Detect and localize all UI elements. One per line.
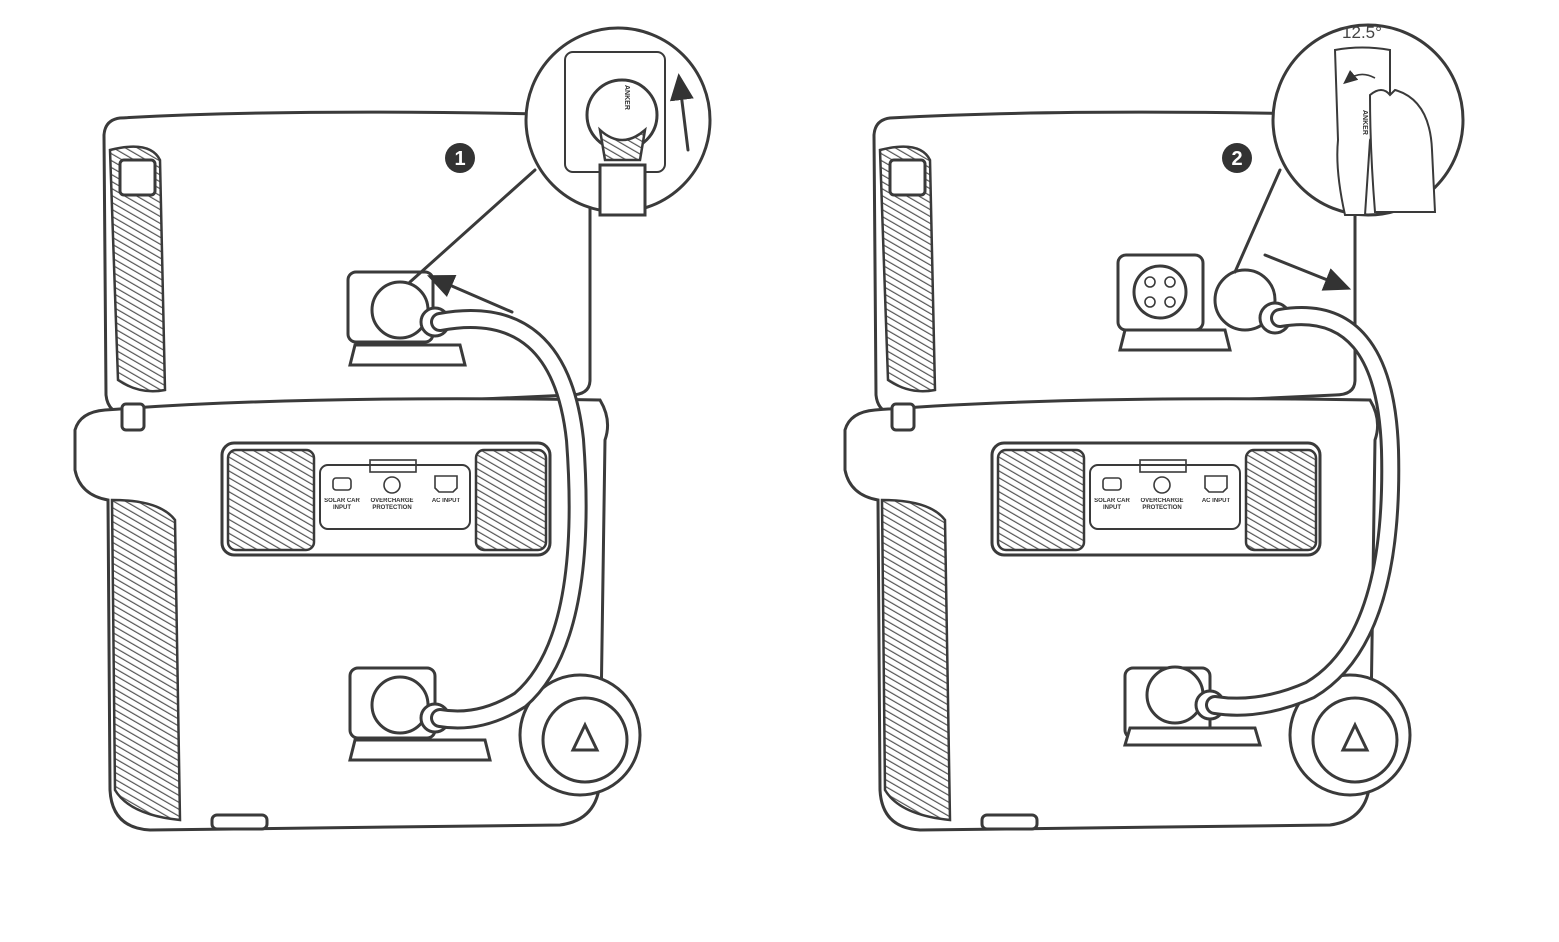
lower-port-connector bbox=[348, 666, 492, 762]
expansion-battery-top bbox=[872, 110, 1357, 417]
expansion-cable-inner bbox=[1208, 309, 1398, 714]
step-1-inset: ANKER bbox=[524, 26, 712, 217]
port-panel: SOLAR CAR INPUT OVERCHARGE PROTECTION AC… bbox=[1089, 459, 1241, 530]
wheel bbox=[1288, 673, 1412, 797]
insert-arrow bbox=[426, 274, 514, 314]
port-panel: SOLAR CAR INPUT OVERCHARGE PROTECTION AC… bbox=[319, 459, 471, 530]
ac-input-label: AC INPUT bbox=[431, 498, 461, 504]
solar-input-label: SOLAR CAR INPUT bbox=[324, 498, 360, 511]
wheel bbox=[518, 673, 642, 797]
step-number: 2 bbox=[1231, 148, 1242, 170]
step-1-figure: SOLAR CAR INPUT OVERCHARGE PROTECTION AC… bbox=[73, 26, 712, 832]
step-2-inset: 12.5° ANKER bbox=[1271, 23, 1465, 217]
power-station-bottom: SOLAR CAR INPUT OVERCHARGE PROTECTION AC… bbox=[73, 397, 610, 832]
step-2-badge: 2 bbox=[1222, 143, 1252, 173]
inset-brand-label: ANKER bbox=[1361, 110, 1368, 135]
slide-up-arrow bbox=[669, 73, 694, 152]
step-number: 1 bbox=[454, 148, 465, 170]
power-station-bottom: SOLAR CAR INPUT OVERCHARGE PROTECTION AC… bbox=[843, 397, 1380, 832]
callout-line bbox=[408, 168, 537, 284]
upper-port-connector bbox=[346, 270, 467, 367]
expansion-battery-top bbox=[102, 110, 592, 417]
inset-brand-label: ANKER bbox=[623, 85, 630, 110]
overcharge-protection-label: OVERCHARGE PROTECTION bbox=[370, 498, 414, 511]
pull-out-arrow bbox=[1263, 253, 1352, 291]
step-2-figure: SOLAR CAR INPUT OVERCHARGE PROTECTION AC… bbox=[843, 23, 1465, 832]
ac-input-label: AC INPUT bbox=[1201, 498, 1231, 504]
exposed-port bbox=[1116, 253, 1232, 352]
expansion-cable-inner bbox=[433, 312, 585, 727]
solar-input-label: SOLAR CAR INPUT bbox=[1094, 498, 1130, 511]
overcharge-protection-label: OVERCHARGE PROTECTION bbox=[1140, 498, 1184, 511]
step-1-badge: 1 bbox=[445, 143, 475, 173]
rotation-angle-label: 12.5° bbox=[1342, 23, 1382, 42]
callout-line bbox=[1233, 168, 1282, 274]
